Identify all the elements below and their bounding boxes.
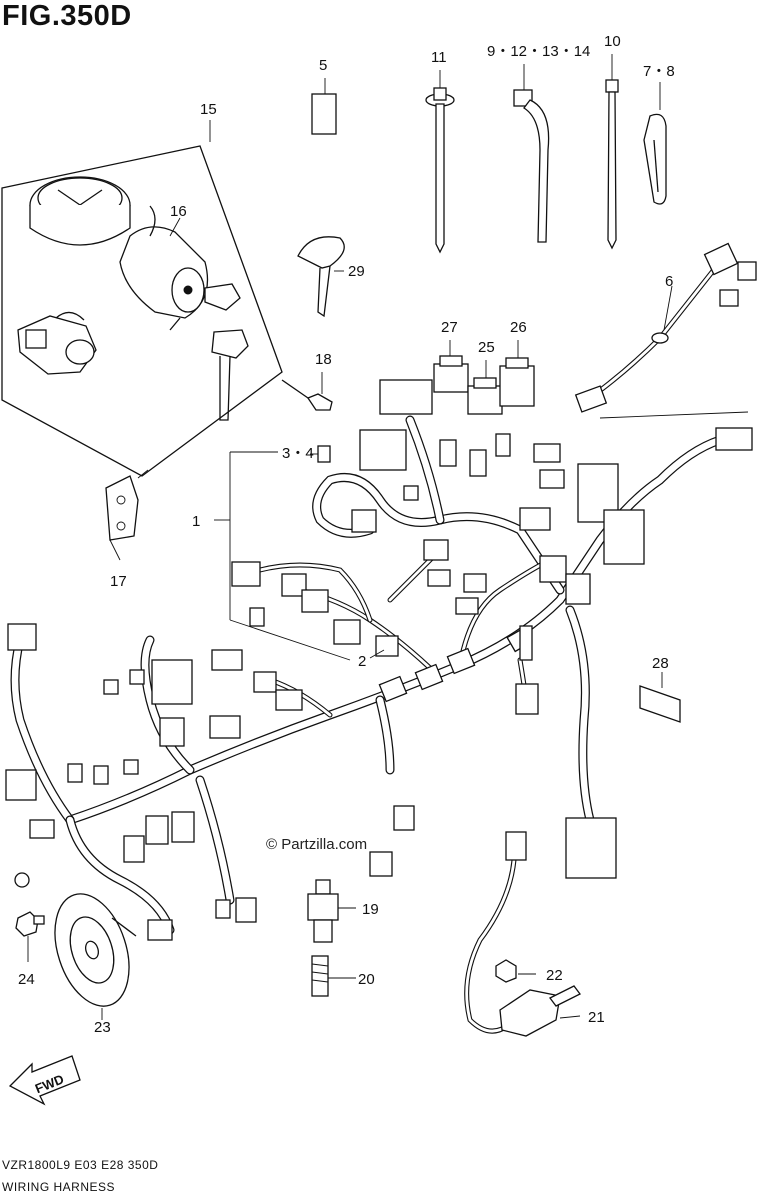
key-29: [297, 236, 345, 318]
watermark: © Partzilla.com: [266, 836, 368, 853]
clamp-11: [425, 70, 455, 254]
ignition-switch: [119, 205, 249, 421]
callout-21: 21: [588, 1009, 605, 1026]
callout-28: 28: [652, 655, 669, 672]
bolt-24: [15, 911, 45, 962]
callout-3-4: 3・4: [282, 445, 314, 462]
callout-18: 18: [315, 351, 332, 368]
sensor-21: [464, 831, 581, 1037]
callout-7-8: 7・8: [643, 63, 675, 80]
bolt-18: [281, 372, 333, 411]
harness-connectors-left: [5, 623, 257, 941]
clamp-7-8: [643, 82, 667, 205]
callout-17: 17: [110, 573, 127, 590]
relay-26: [499, 340, 535, 407]
footer-section-name: WIRING HARNESS: [2, 1180, 116, 1194]
clamp-9-12-13-14: [513, 64, 550, 243]
clamp-10: [605, 54, 619, 250]
callout-11: 11: [431, 49, 447, 66]
fuse-3-4: [310, 445, 331, 463]
bracket-17: [105, 469, 149, 541]
key-set-box: [1, 120, 283, 477]
seat-lock: [17, 311, 97, 375]
callout-5: 5: [319, 57, 327, 74]
label-28: [639, 672, 681, 723]
harness-connectors-upper: [351, 379, 753, 605]
callout-9-12-13-14: 9・12・13・14: [487, 43, 590, 60]
sub-harness-6: [574, 242, 757, 419]
callout-25: 25: [478, 339, 495, 356]
callout-15: 15: [200, 101, 217, 118]
callout-2: 2: [358, 653, 366, 670]
horn-23: [54, 893, 137, 1020]
footer-model-code: VZR1800L9 E03 E28 350D: [2, 1158, 159, 1172]
callout-26: 26: [510, 319, 527, 336]
callout-29: 29: [348, 263, 365, 280]
fuel-cap-lock: [29, 176, 131, 246]
bolt-22: [495, 959, 536, 983]
callout-10: 10: [604, 33, 621, 50]
leader-lines: [109, 217, 581, 1019]
label-5: [311, 78, 337, 135]
callout-22: 22: [546, 967, 563, 984]
sensor-19: [307, 879, 356, 943]
sensor-20: [311, 955, 356, 997]
callout-20: 20: [358, 971, 375, 988]
callout-16: 16: [170, 203, 187, 220]
callout-6: 6: [665, 273, 673, 290]
callout-1: 1: [192, 513, 200, 530]
harness-connectors-middle: [103, 561, 539, 877]
harness-connectors-right: [519, 625, 617, 879]
callout-labels: 5 11 9・12・13・14 10 7・8 15 16 29 6 27 26 …: [18, 33, 675, 1036]
fwd-arrow: FWD: [8, 1055, 81, 1106]
figure-title: FIG.350D: [2, 0, 132, 32]
callout-23: 23: [94, 1019, 111, 1036]
relay-27: [433, 340, 469, 393]
callout-19: 19: [362, 901, 379, 918]
callout-27: 27: [441, 319, 458, 336]
relay-25: [467, 360, 503, 415]
callout-24: 24: [18, 971, 35, 988]
